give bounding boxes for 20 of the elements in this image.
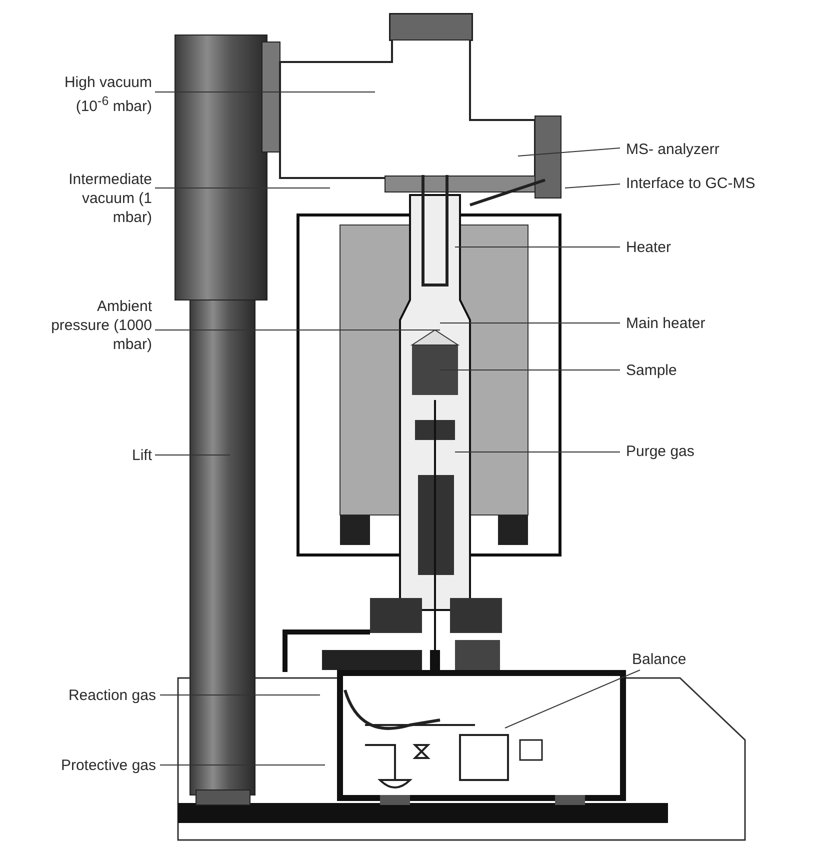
part-label: Balance [632,650,686,669]
part-label: Main heater [626,314,706,333]
leader-line [518,148,620,156]
part-label: Heater [626,238,672,257]
leader-line [454,246,620,248]
part-label: Sample [626,361,677,380]
leader-line [440,322,620,324]
part-label: High vacuum (10$^{-6}$ mbar) [40,73,152,116]
part-label: Reaction gas [40,686,156,705]
part-label: Ambient pressure (1000 mbar) [40,297,152,354]
part-label: Lift [100,446,152,465]
leader-line [154,454,230,456]
part-label: Interface to GC-MS [626,174,756,193]
part-label: Protective gas [30,756,156,775]
leader-line [160,694,320,696]
leader-line [564,184,620,188]
leader-line [160,764,326,766]
part-label: MS- analyzerr [626,140,720,159]
part-label: Purge gas [626,442,694,461]
part-label: Intermediate vacuum (1 mbar) [40,170,152,227]
